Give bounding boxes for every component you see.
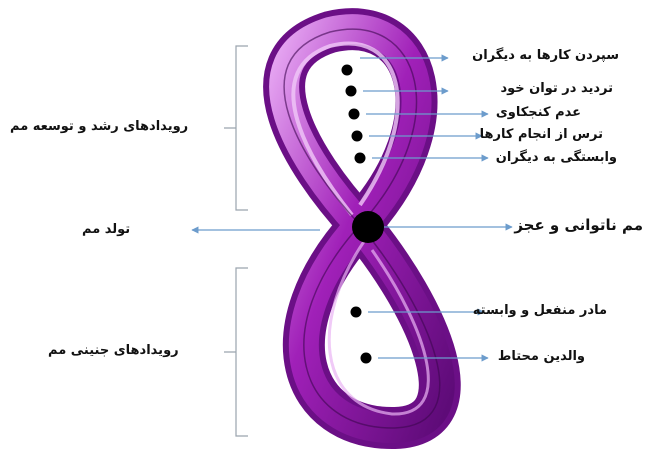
group-lower-label: رویدادهای جنینی مم	[48, 344, 179, 357]
dot-upper-1	[342, 65, 353, 76]
group-birth-label: تولد مم	[82, 223, 130, 236]
label-upper-4: ترس از انجام کارها	[480, 128, 603, 141]
upper-dots	[342, 65, 366, 164]
center-dot	[352, 211, 384, 243]
label-upper-1: سپردن کارها به دیگران	[472, 49, 619, 62]
bracket-lower	[224, 268, 248, 436]
group-upper-label: رویدادهای رشد و توسعه مم	[10, 120, 188, 133]
label-lower-2: والدین محتاط	[498, 350, 585, 363]
label-center: مم ناتوانی و عجز	[514, 218, 643, 233]
label-upper-5: وابستگی به دیگران	[496, 151, 617, 164]
dot-upper-3	[349, 109, 360, 120]
dot-upper-5	[355, 153, 366, 164]
label-lower-1: مادر منفعل و وابسته	[473, 304, 607, 317]
dot-lower-1	[351, 307, 362, 318]
label-upper-2: تردید در توان خود	[500, 82, 613, 95]
dot-upper-2	[346, 86, 357, 97]
dot-upper-4	[352, 131, 363, 142]
bracket-upper	[224, 46, 248, 210]
label-upper-3: عدم کنجکاوی	[496, 106, 581, 119]
dot-lower-2	[361, 353, 372, 364]
left-brackets	[224, 46, 248, 436]
